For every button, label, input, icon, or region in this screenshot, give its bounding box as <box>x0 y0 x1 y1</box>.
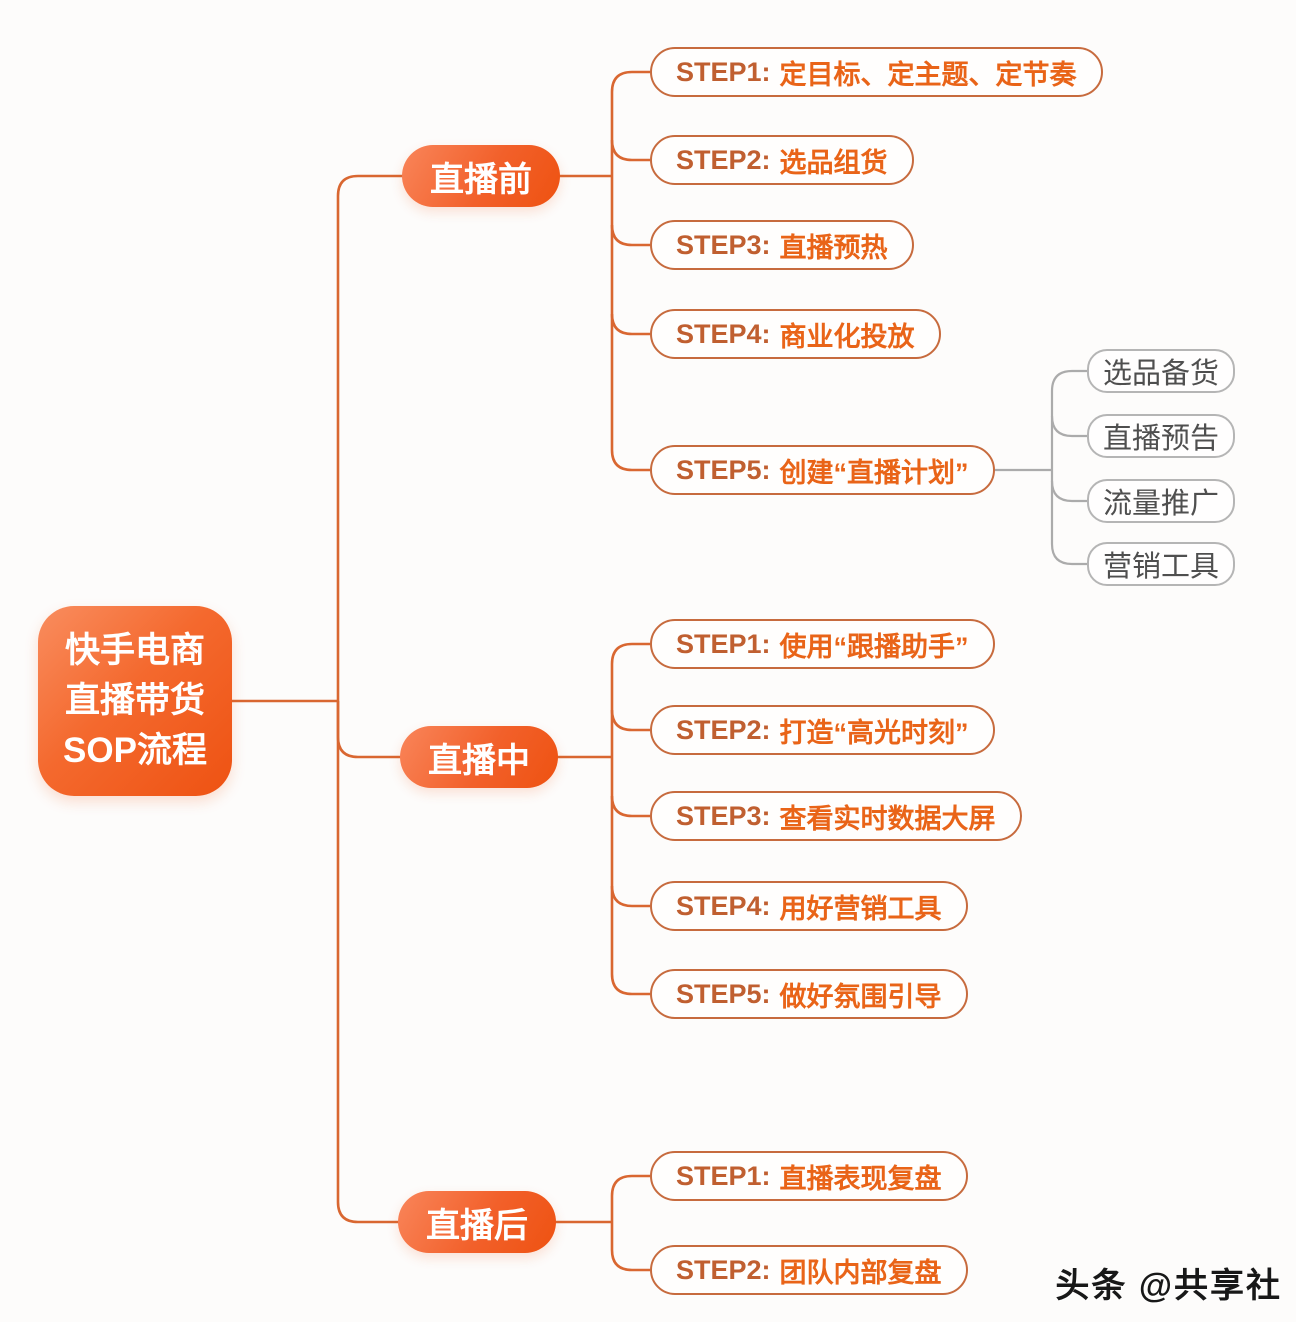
before-live-step-3: STEP3: 直播预热 <box>650 220 914 270</box>
connector <box>610 176 650 472</box>
plan-child-trailer: 直播预告 <box>1087 414 1235 458</box>
connector <box>610 757 650 996</box>
connector <box>610 709 650 732</box>
connector <box>610 313 650 336</box>
root-branch-connectors <box>224 70 650 1272</box>
connector <box>610 1174 650 1222</box>
before-live-step-4: STEP4: 商业化投放 <box>650 309 941 359</box>
step-label: 用好营销工具 <box>779 893 942 924</box>
connector <box>1050 470 1087 566</box>
step-label: 商业化投放 <box>779 321 915 352</box>
root-line-2: 直播带货 <box>64 681 205 720</box>
during-live-step-5: STEP5: 做好氛围引导 <box>650 969 968 1019</box>
connector <box>610 139 650 162</box>
connector <box>610 795 650 818</box>
step-prefix: STEP3: <box>676 229 771 260</box>
before-live-step-1: STEP1: 定目标、定主题、定节奏 <box>650 47 1103 97</box>
gray-label: 流量推广 <box>1102 488 1219 520</box>
step-label: 选品组货 <box>779 147 888 178</box>
step-prefix: STEP2: <box>676 144 771 175</box>
before-live-step-2: STEP2: 选品组货 <box>650 135 914 185</box>
connector <box>610 642 650 757</box>
connector <box>1050 480 1087 503</box>
step-prefix: STEP2: <box>676 1254 771 1285</box>
connector <box>610 224 650 247</box>
gray-label: 选品备货 <box>1102 358 1219 390</box>
branch-label: 直播后 <box>426 1206 528 1245</box>
gray-label: 营销工具 <box>1102 551 1219 583</box>
step-prefix: STEP5: <box>676 454 771 485</box>
during-live-step-4: STEP4: 用好营销工具 <box>650 881 968 931</box>
connector <box>336 701 402 759</box>
connector <box>610 70 650 176</box>
step-label: 创建“直播计划” <box>779 457 969 488</box>
step-label: 直播预热 <box>779 232 888 263</box>
step-prefix: STEP3: <box>676 800 771 831</box>
during-live-step-3: STEP3: 查看实时数据大屏 <box>650 791 1022 841</box>
connector <box>610 885 650 908</box>
root-line-3: SOP流程 <box>63 731 207 770</box>
after-live-step-1: STEP1: 直播表现复盘 <box>650 1151 968 1201</box>
step-prefix: STEP4: <box>676 890 771 921</box>
plan-children-connectors <box>995 369 1087 566</box>
step-prefix: STEP1: <box>676 628 771 659</box>
step-prefix: STEP4: <box>676 318 771 349</box>
step-prefix: STEP5: <box>676 978 771 1009</box>
connector <box>1050 415 1087 438</box>
watermark: 头条 @共享社 <box>1055 1267 1282 1305</box>
step-label: 使用“跟播助手” <box>779 631 969 662</box>
step-label: 团队内部复盘 <box>779 1257 942 1288</box>
step-label: 定目标、定主题、定节奏 <box>779 59 1077 90</box>
branch-label: 直播前 <box>430 160 532 199</box>
branch-node-during-live: 直播中 <box>400 726 558 788</box>
step-label: 直播表现复盘 <box>779 1163 942 1194</box>
branch-node-after-live: 直播后 <box>398 1191 556 1253</box>
step-prefix: STEP1: <box>676 56 771 87</box>
during-live-step-2: STEP2: 打造“高光时刻” <box>650 705 995 755</box>
plan-child-marketing: 营销工具 <box>1087 542 1235 586</box>
branch-node-before-live: 直播前 <box>402 145 560 207</box>
connector <box>336 174 404 701</box>
plan-child-traffic: 流量推广 <box>1087 479 1235 523</box>
during-live-step-1: STEP1: 使用“跟播助手” <box>650 619 995 669</box>
step-prefix: STEP2: <box>676 714 771 745</box>
connector <box>336 701 400 1224</box>
branch-label: 直播中 <box>428 741 530 780</box>
step-label: 打造“高光时刻” <box>779 717 969 748</box>
step-prefix: STEP1: <box>676 1160 771 1191</box>
step-label: 查看实时数据大屏 <box>779 803 996 834</box>
step-label: 做好氛围引导 <box>779 981 942 1012</box>
before-live-step-5: STEP5: 创建“直播计划” <box>650 445 995 495</box>
root-line-1: 快手电商 <box>64 631 205 670</box>
connector <box>1050 369 1087 470</box>
root-node: 快手电商 直播带货 SOP流程 <box>38 606 232 796</box>
gray-label: 直播预告 <box>1102 423 1219 455</box>
after-live-step-2: STEP2: 团队内部复盘 <box>650 1245 968 1295</box>
plan-child-stock: 选品备货 <box>1087 349 1235 393</box>
connector <box>610 1222 650 1272</box>
